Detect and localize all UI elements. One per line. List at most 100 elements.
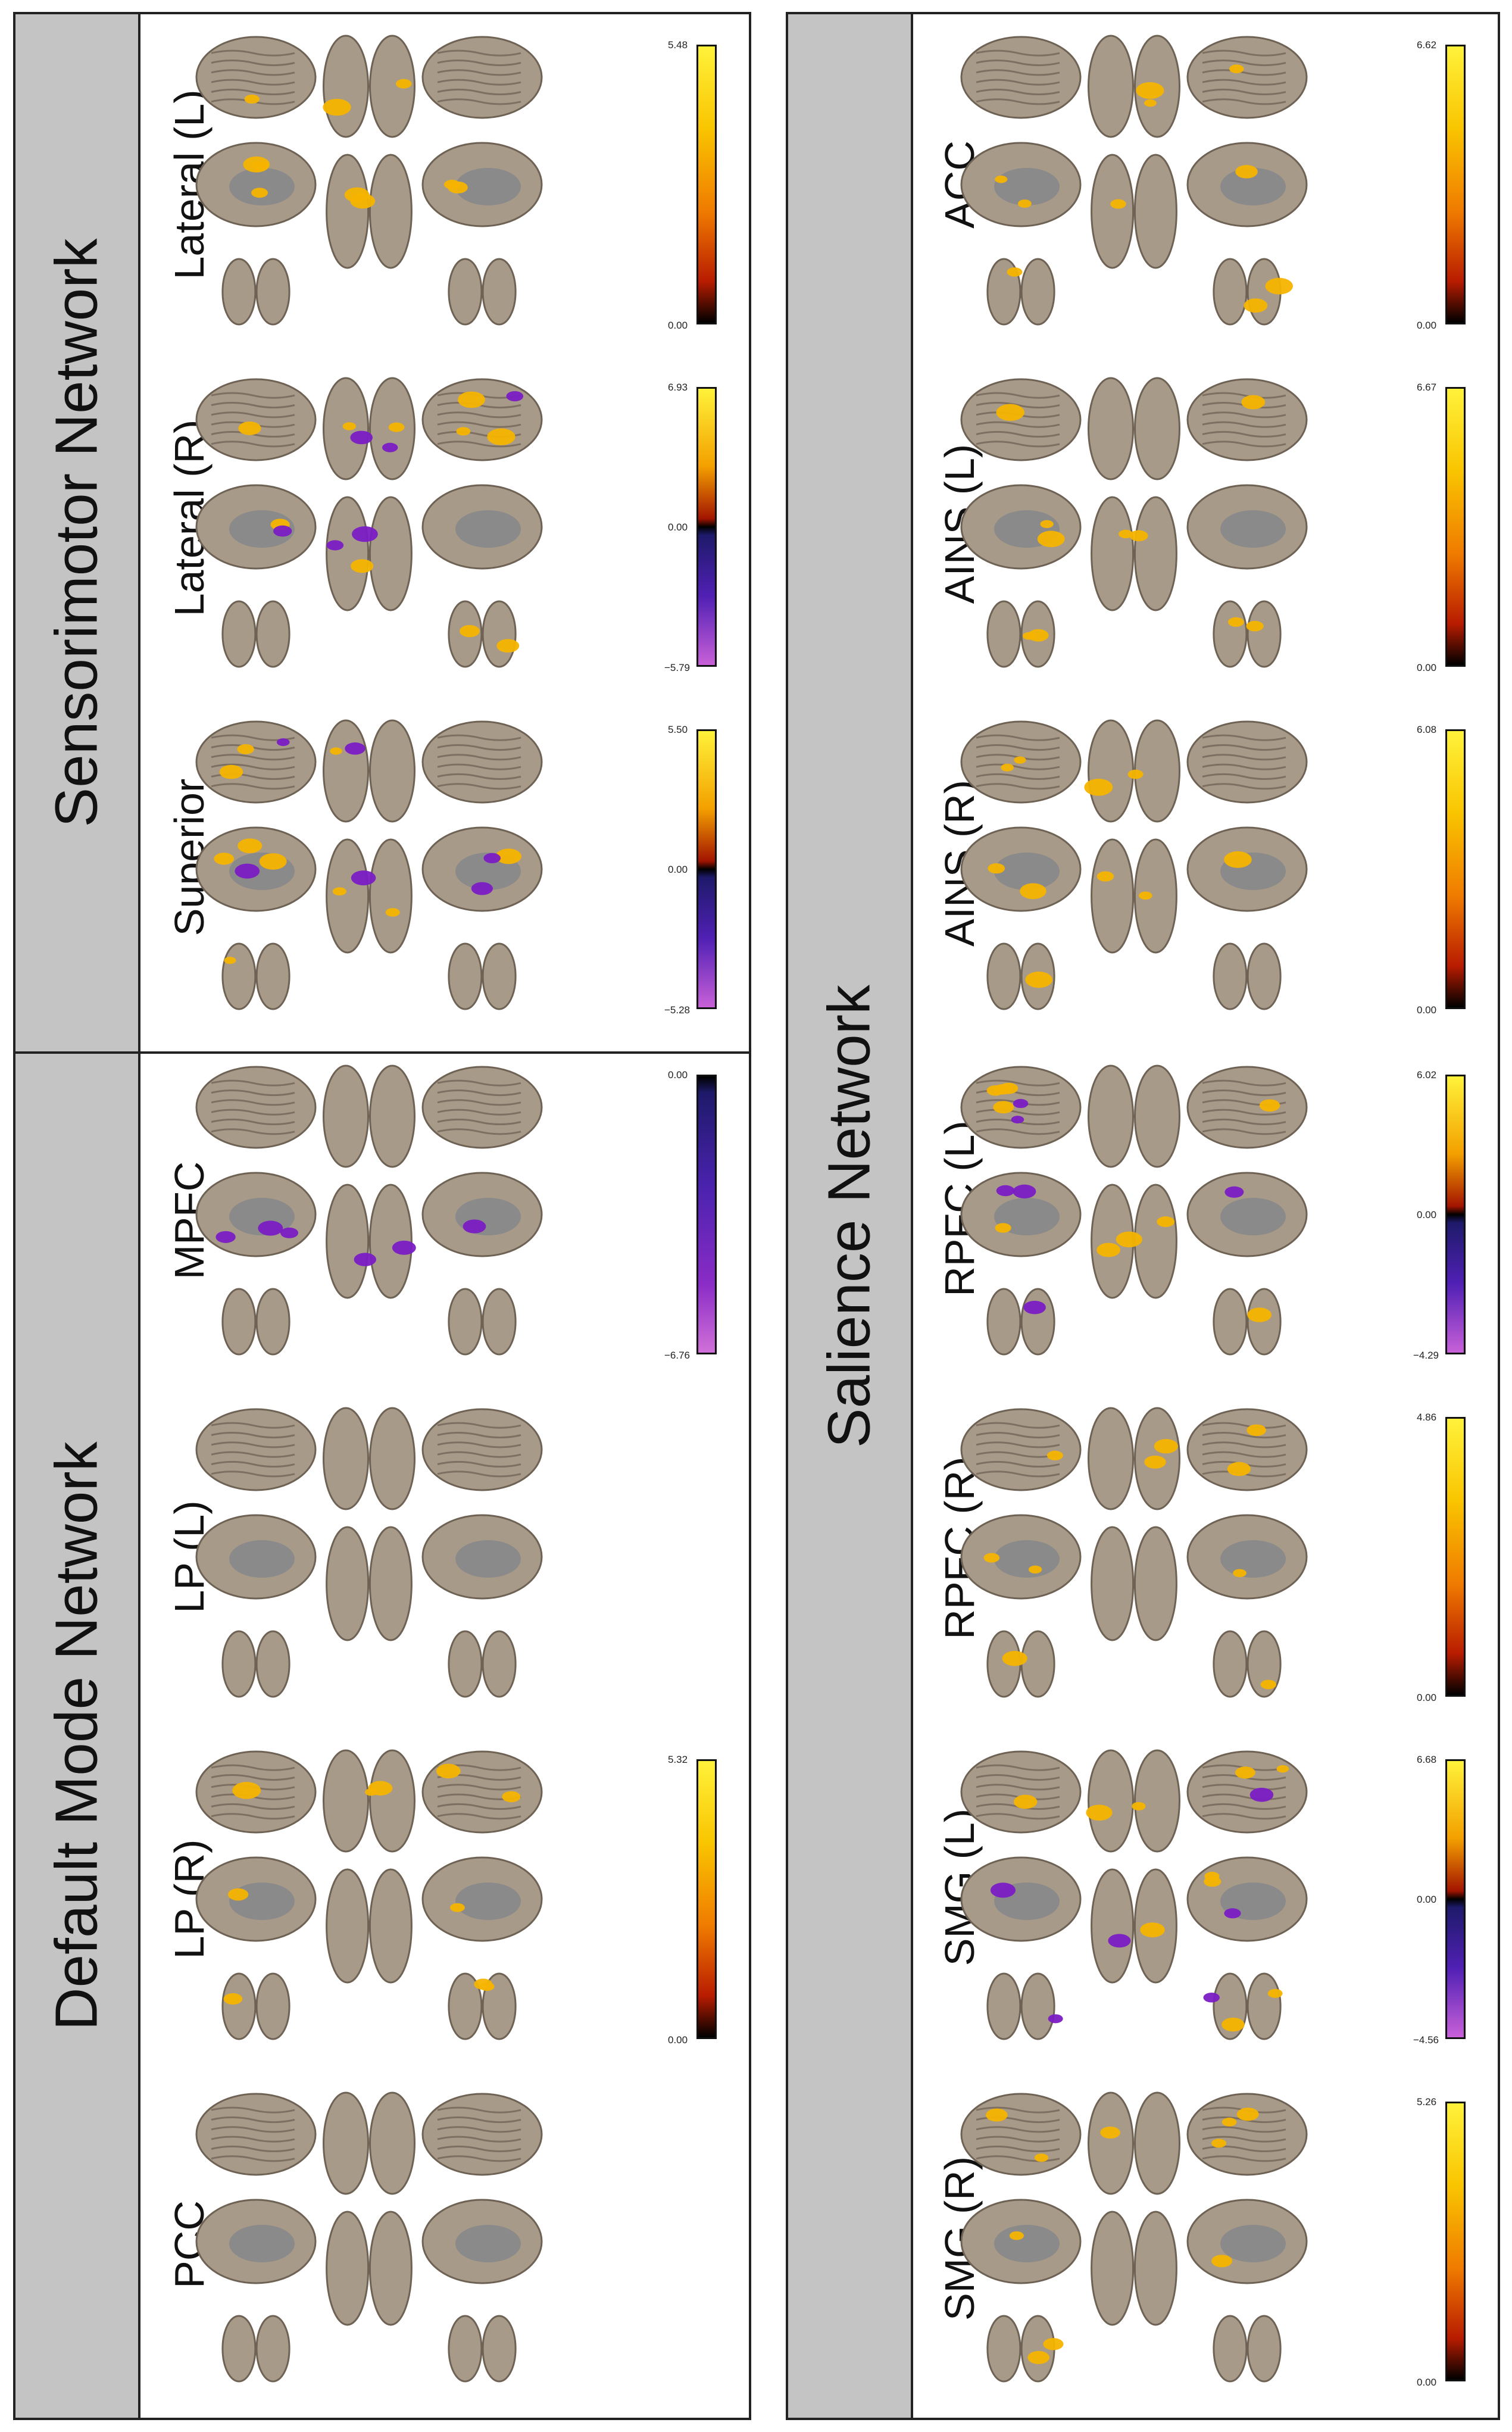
gyrus-line [1202, 2126, 1286, 2133]
brain-dorsal-right-hemisphere [368, 1526, 413, 1641]
activation-cluster [1267, 1988, 1283, 1998]
brain-dorsal-right-hemisphere [1020, 258, 1055, 326]
activation-cluster [983, 1553, 1000, 1563]
activation-cluster [1001, 763, 1014, 772]
colorbar-ains-l [1445, 387, 1466, 667]
colorbar-ains-l-zero: 0.00 [1417, 662, 1437, 673]
gyrus-line [976, 1774, 1060, 1781]
activation-cluster [1211, 2138, 1227, 2148]
gyrus-line [211, 49, 295, 57]
colorbar-smg-r-max: 5.26 [1417, 2096, 1437, 2108]
activation-cluster [1227, 1462, 1251, 1476]
activation-cluster [392, 1240, 416, 1255]
brain-lateral-view [195, 1408, 317, 1491]
gyrus-line [976, 1813, 1060, 1820]
activation-cluster [1086, 1805, 1113, 1821]
brain-dorsal-left-hemisphere [448, 1972, 483, 2040]
gyrus-line [437, 1451, 521, 1458]
activation-cluster [350, 430, 373, 445]
gyrus-line [1202, 1441, 1286, 1448]
gyrus-line [211, 783, 295, 790]
brain-lateral-view [960, 36, 1082, 119]
activation-cluster [342, 422, 357, 430]
gyrus-line [437, 98, 521, 105]
activation-cluster [1116, 1231, 1142, 1248]
activation-cluster [483, 853, 501, 864]
colorbar-ains-r-max: 6.08 [1417, 724, 1437, 735]
brain-dorsal-left-hemisphere [448, 1630, 483, 1698]
brain-dorsal-left-hemisphere [1088, 2091, 1134, 2195]
activation-cluster [1235, 1766, 1255, 1779]
brain-dorsal-left-hemisphere [986, 1288, 1021, 1356]
gyrus-line [1202, 754, 1286, 761]
gyrus-line [437, 1460, 521, 1468]
activation-cluster [1028, 1565, 1042, 1574]
activation-cluster [1013, 1098, 1029, 1109]
medial-wall [994, 1540, 1060, 1578]
colorbar-rpfc-l [1445, 1075, 1466, 1354]
brain-dorsal-right-hemisphere [1247, 1288, 1282, 1356]
gyrus-line [1202, 88, 1286, 96]
brain-dorsal-right-hemisphere [1133, 496, 1177, 611]
colorbar-rpfc-l-min: −4.29 [1413, 1350, 1439, 1361]
activation-cluster [1100, 2126, 1120, 2139]
activation-cluster [1203, 1992, 1220, 2003]
activation-cluster [1204, 1876, 1222, 1887]
activation-cluster [1002, 1651, 1027, 1666]
brain-dorsal-right-hemisphere [255, 942, 290, 1010]
gyrus-line [437, 79, 521, 86]
gyrus-line [437, 2136, 521, 2143]
activation-cluster [214, 853, 235, 865]
activation-cluster [1249, 1787, 1274, 1802]
gyrus-line [211, 1089, 295, 1097]
brain-dorsal-right-hemisphere [1133, 1526, 1177, 1641]
brain-dorsal-right-hemisphere [255, 2315, 290, 2383]
gyrus-line [1202, 1793, 1286, 1800]
colorbar-superior-max: 5.50 [668, 724, 688, 735]
gyrus-line [1202, 1109, 1286, 1116]
colorbar-smg-l-max: 6.68 [1417, 1754, 1437, 1765]
gyrus-line [437, 2126, 521, 2133]
gyrus-line [1202, 79, 1286, 86]
activation-cluster [1025, 971, 1052, 988]
medial-wall [455, 2225, 521, 2262]
colorbar-mpfc [696, 1075, 717, 1354]
activation-cluster [388, 422, 405, 432]
brain-render-panel [960, 2091, 1308, 2383]
activation-cluster [237, 744, 254, 754]
brain-dorsal-right-hemisphere [255, 1972, 290, 2040]
gyrus-line [437, 1079, 521, 1087]
gyrus-line [1202, 773, 1286, 781]
brain-dorsal-left-hemisphere [1088, 1407, 1134, 1510]
activation-cluster [243, 156, 270, 173]
gyrus-line [976, 88, 1060, 96]
gyrus-line [976, 59, 1060, 67]
activation-cluster [456, 427, 471, 436]
brain-lateral-view [960, 1750, 1082, 1834]
brain-dorsal-left-hemisphere [326, 1868, 370, 1984]
medial-wall [1220, 510, 1286, 548]
activation-cluster [1224, 1908, 1241, 1919]
activation-cluster [1040, 520, 1054, 529]
activation-cluster [1046, 1450, 1063, 1460]
brain-dorsal-right-hemisphere [368, 838, 413, 954]
gyrus-line [211, 1128, 295, 1135]
gyrus-line [1202, 430, 1286, 438]
brain-dorsal-left-hemisphere [1213, 1288, 1248, 1356]
colorbar-acc-zero: 0.00 [1417, 320, 1437, 331]
gyrus-line [437, 783, 521, 790]
activation-cluster [986, 2108, 1008, 2122]
brain-lateral-view [421, 720, 543, 804]
colorbar-smg-r [1445, 2102, 1466, 2381]
brain-lateral-view [1186, 36, 1308, 119]
colorbar-mpfc-min: −6.76 [664, 1350, 691, 1361]
medial-wall [1220, 1540, 1286, 1578]
gyrus-line [1202, 734, 1286, 741]
gyrus-line [1202, 1813, 1286, 1820]
brain-dorsal-left-hemisphere [448, 258, 483, 326]
gyrus-line [211, 1764, 295, 1771]
activation-cluster [1009, 2231, 1024, 2240]
activation-cluster [345, 742, 365, 755]
gyrus-line [437, 1128, 521, 1135]
brain-lateral-view [421, 1408, 543, 1491]
